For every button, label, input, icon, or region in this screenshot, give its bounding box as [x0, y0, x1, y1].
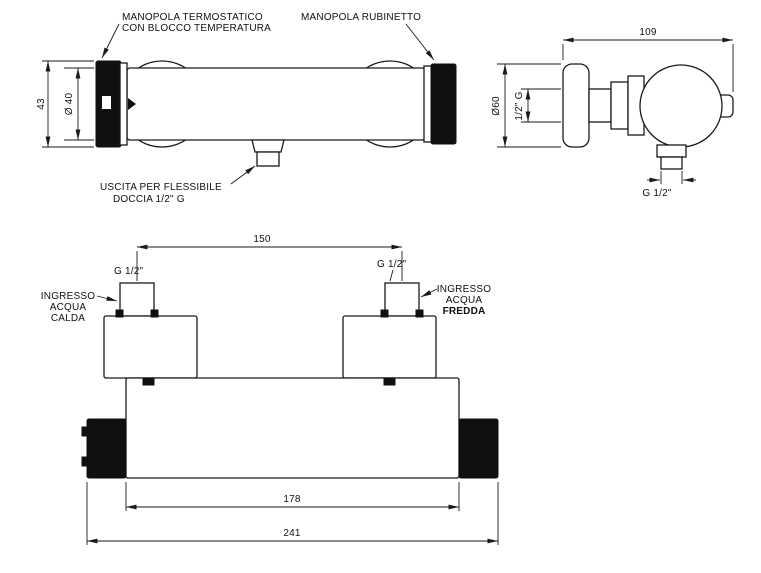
thermostatic-handle-ring [119, 62, 128, 146]
dim-text-total-length: 241 [283, 528, 301, 539]
outlet-nipple-side [660, 156, 683, 170]
dim-text-body-length: 178 [283, 494, 301, 505]
dim-inlet-thread: 1/2" G [514, 88, 561, 123]
thermostatic-handle-plan [86, 418, 127, 479]
tap-handle-plan [458, 418, 499, 479]
handle-grip-nib-bottom [81, 456, 88, 467]
label-shower-outlet-line2: DOCCIA 1/2" G [113, 194, 185, 205]
cold-inlet-base-mark-right [415, 309, 424, 318]
outlet-collar-side [656, 144, 687, 158]
handle-grip-nib-top [81, 426, 88, 437]
valve-body-side [639, 64, 723, 148]
inlet-nipple-side [588, 88, 612, 123]
shower-outlet-nipple [256, 151, 280, 167]
label-hot-inlet-line1: INGRESSO [41, 291, 95, 302]
dim-text-handle-diameter: 43 [36, 98, 47, 110]
label-hot-inlet-line3: CALDA [51, 313, 85, 324]
label-thermostatic-handle-line1: MANOPOLA TERMOSTATICO [122, 12, 263, 23]
leader-line-outlet [230, 165, 256, 185]
label-cold-inlet-line3: FREDDA [443, 306, 486, 317]
connector-step-small [610, 81, 629, 130]
cold-union-nut [342, 315, 437, 379]
cold-junction-mark [383, 377, 396, 386]
valve-body-front [126, 67, 426, 141]
leader-line-cold-inlet [420, 288, 438, 298]
hot-inlet-base-mark-left [115, 309, 124, 318]
front-view: 43 Ø 40 MANOPOLA TERMOSTATICO CON BLOCCO… [36, 12, 457, 205]
label-cold-inlet-line1: INGRESSO [437, 284, 491, 295]
label-shower-outlet-line1: USCITA PER FLESSIBILE [100, 182, 222, 193]
hot-inlet-connector [119, 282, 155, 317]
label-cold-inlet-line2: ACQUA [446, 295, 483, 306]
valve-body-plan [125, 377, 460, 479]
shower-outlet-collar [251, 139, 285, 153]
leader-line-hot-inlet [96, 295, 118, 302]
label-thermostatic-handle-line2: CON BLOCCO TEMPERATURA [122, 23, 271, 34]
dim-text-body-diameter: Ø 40 [64, 93, 75, 116]
dim-handle-diameter: 43 [36, 60, 94, 148]
dim-inlet-spacing: 150 [136, 234, 403, 281]
dim-text-inlet-thread: 1/2" G [514, 91, 525, 120]
side-view: 109 Ø60 1/2" G G 1/2" [491, 27, 734, 199]
hot-junction-mark [142, 377, 155, 386]
temperature-indicator-mark [128, 98, 136, 110]
temperature-lock-button [102, 96, 111, 109]
hot-union-nut [103, 315, 198, 379]
dim-text-flange-diameter: Ø60 [491, 96, 502, 116]
cold-inlet-connector [384, 282, 420, 317]
dim-body-diameter: Ø 40 [64, 67, 94, 141]
cold-inlet-base-mark-left [380, 309, 389, 318]
wall-flange-side [562, 63, 590, 148]
dim-text-inlet-spacing: 150 [253, 234, 271, 245]
dim-body-length: 178 [125, 482, 460, 511]
leader-line-inlet-right [389, 269, 394, 282]
dim-text-outlet-thread: G 1/2" [642, 188, 671, 199]
leader-line-tap [405, 23, 435, 61]
dim-total-length: 241 [86, 482, 499, 545]
dim-depth: 109 [562, 27, 734, 92]
hot-inlet-base-mark-right [150, 309, 159, 318]
label-inlet-right-thread: G 1/2" [377, 259, 406, 270]
plan-view: 150 G 1/2" G 1/2" INGRESSO ACQUA CALDA I… [41, 234, 499, 545]
leader-line-thermostatic [101, 23, 120, 59]
dim-text-depth: 109 [639, 27, 657, 38]
dim-outlet-thread: G 1/2" [642, 171, 696, 199]
label-hot-inlet-line2: ACQUA [50, 302, 87, 313]
label-inlet-left-thread: G 1/2" [114, 266, 143, 277]
label-tap-handle: MANOPOLA RUBINETTO [301, 12, 421, 23]
tap-handle [430, 63, 457, 145]
dim-flange-diameter: Ø60 [491, 63, 561, 148]
